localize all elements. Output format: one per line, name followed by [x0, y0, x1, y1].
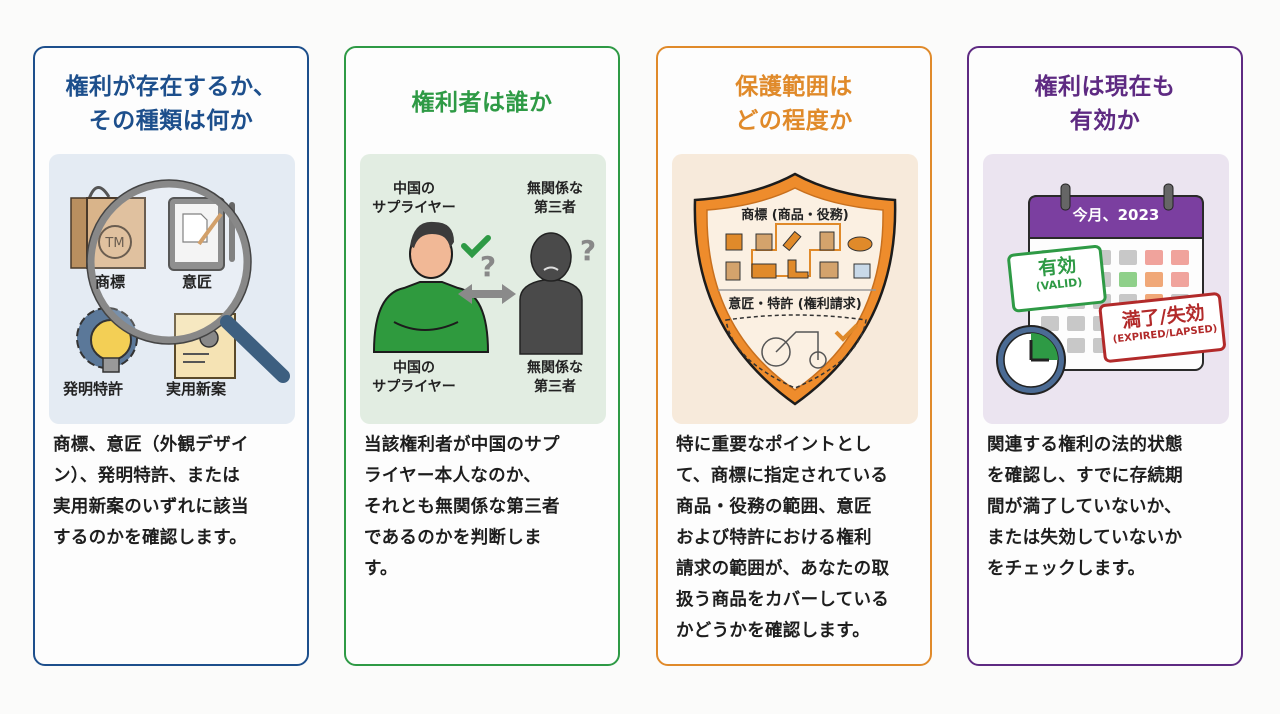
calendar-header: 今月、2023: [1072, 206, 1160, 224]
title-line: 権利が存在するか、: [65, 74, 277, 100]
jar-icon: [819, 231, 835, 251]
person-supplier-icon: [372, 221, 490, 353]
desc-line: であるのかを判断しま: [364, 528, 542, 548]
machine-icon: [761, 331, 827, 369]
magnifying-glass-icon: [86, 179, 290, 383]
boot-icon: [787, 259, 809, 279]
handbag-icon: [853, 263, 871, 279]
desc-line: 請求の範囲が、あなたの取: [676, 559, 890, 579]
card-title: 権利者は誰か: [346, 86, 618, 120]
desc-line: または失効していないか: [987, 528, 1183, 548]
label-trademark: 商標: [95, 273, 126, 291]
label-patent: 発明特許: [63, 380, 124, 398]
card-title: 保護範囲は どの程度か: [658, 70, 930, 138]
card-title: 権利が存在するか、 その種類は何か: [35, 70, 307, 138]
desc-line: 扱う商品をカバーしている: [676, 590, 890, 610]
desc-line: を確認し、すでに存続期: [987, 466, 1183, 486]
card-protection-scope: 保護範囲は どの程度か: [656, 46, 932, 666]
desc-line: するのかを確認します。: [53, 528, 248, 548]
illustration-panel: 今月、2023 有効 (VALID) 満了/失効 (EXPIRED/LAPSED…: [983, 154, 1229, 424]
card-description: 商標、意匠（外観デザイ ン）、発明特許、または 実用新案のいずれに該当 するのか…: [53, 430, 299, 554]
stamp-valid: [1007, 244, 1107, 313]
title-line: 権利者は誰か: [411, 90, 553, 116]
desc-line: 商品・役務の範囲、意匠: [676, 497, 872, 517]
backpack-icon: [725, 261, 741, 281]
desc-line: 特に重要なポイントとし: [676, 435, 872, 455]
title-line: 有効か: [1069, 108, 1141, 134]
desc-line: 関連する権利の法的状態: [987, 435, 1183, 455]
desc-line: および特許における権利: [676, 528, 872, 548]
card-description: 当該権利者が中国のサプ ライヤー本人なのか、 それとも無関係な第三者 であるのか…: [364, 430, 610, 585]
label-supplier-top: 中国のサプライヤー: [372, 181, 456, 216]
illustration-panel: ? ? 中国のサプライヤー 無関係な第三者 中国のサプライヤー 無関係な第三者: [360, 154, 606, 424]
svg-text:TM: TM: [104, 236, 124, 251]
card-right-holder: 権利者は誰か ? ? 中国のサプライヤー 無関係: [344, 46, 620, 666]
bottle-icon: [782, 230, 802, 252]
bowl-icon: [847, 236, 873, 252]
tshirt-icon: [755, 233, 773, 251]
truck-icon: [751, 263, 777, 279]
card-description: 特に重要なポイントとし て、商標に指定されている 商品・役務の範囲、意匠 および…: [676, 430, 922, 647]
desc-line: かどうかを確認します。: [676, 621, 871, 641]
illustration-panel: TM: [49, 154, 295, 424]
box-icon: [819, 261, 839, 279]
stamp-expired: [1098, 292, 1226, 363]
bag-icon: [725, 233, 743, 251]
label-trademark-scope: 商標 (商品・役務): [741, 208, 849, 223]
desc-line: 実用新案のいずれに該当: [53, 497, 249, 517]
label-design: 意匠: [182, 273, 213, 291]
desc-line: ン）、発明特許、または: [53, 466, 241, 486]
desc-line: 商標、意匠（外観デザイ: [53, 435, 249, 455]
desc-line: て、商標に指定されている: [676, 466, 889, 486]
illustration-panel: 商標 (商品・役務) 意匠・特許 (権利請求): [672, 154, 918, 424]
desc-line: 間が満了していないか、: [987, 497, 1182, 517]
desc-line: ライヤー本人なのか、: [364, 466, 542, 486]
card-title: 権利は現在も 有効か: [969, 70, 1241, 138]
desc-line: す。: [364, 559, 398, 579]
label-design-patent-scope: 意匠・特許 (権利請求): [728, 297, 862, 312]
check-icon: [461, 235, 491, 259]
double-arrow-icon: [458, 284, 516, 304]
card-description: 関連する権利の法的状態 を確認し、すでに存続期 間が満了していないか、 または失…: [987, 430, 1233, 585]
desc-line: それとも無関係な第三者: [364, 497, 560, 517]
check-icon: [834, 323, 859, 342]
label-supplier-bottom: 中国のサプライヤー: [372, 360, 456, 395]
silhouette-person-icon: [519, 232, 583, 355]
label-third-party-top: 無関係な第三者: [527, 181, 583, 216]
title-line: その種類は何か: [88, 108, 254, 134]
clock-icon: [996, 325, 1066, 395]
question-icon: ?: [580, 234, 596, 267]
label-third-party-bottom: 無関係な第三者: [527, 360, 583, 395]
question-icon: ?: [480, 250, 496, 283]
title-line: 権利は現在も: [1034, 74, 1176, 100]
card-right-existence: 権利が存在するか、 その種類は何か TM: [33, 46, 309, 666]
label-utility-model: 実用新案: [166, 380, 227, 398]
desc-line: 当該権利者が中国のサプ: [364, 435, 560, 455]
card-right-validity: 権利は現在も 有効か 今月、2023: [967, 46, 1243, 666]
title-line: 保護範囲は: [735, 74, 853, 100]
title-line: どの程度か: [735, 108, 853, 134]
desc-line: をチェックします。: [987, 559, 1146, 579]
